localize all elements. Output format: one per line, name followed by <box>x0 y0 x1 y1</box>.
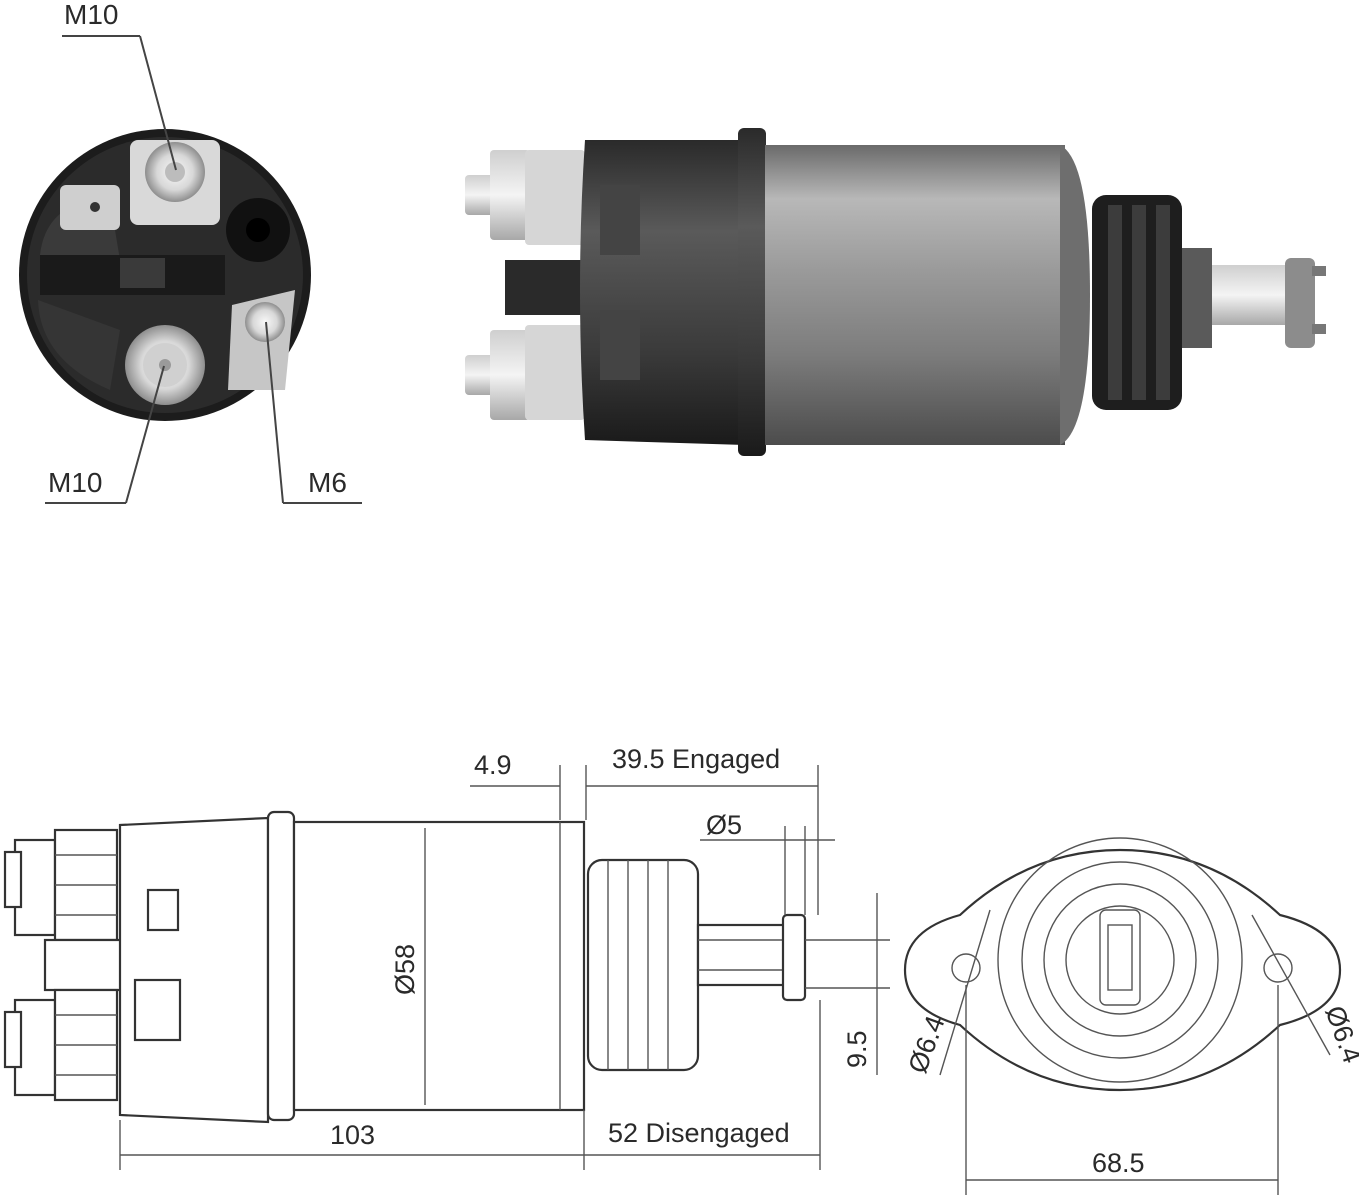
dim-103: 103 <box>330 1120 375 1150</box>
dimension-lines-flange <box>939 909 1331 1195</box>
dim-39-5-engaged: 39.5 Engaged <box>612 744 780 774</box>
dim-52-disengaged: 52 Disengaged <box>608 1118 790 1148</box>
dim-d5: Ø5 <box>706 810 742 840</box>
label-bottom-m10: M10 <box>48 467 102 498</box>
dim-d6-4-right: Ø6.4 <box>1319 1002 1359 1067</box>
label-top-m10: M10 <box>64 0 118 30</box>
side-view-photo <box>465 128 1326 456</box>
dim-d6-4-left: Ø6.4 <box>902 1012 950 1077</box>
dim-4-9: 4.9 <box>474 750 512 780</box>
dimension-lines-side <box>119 765 890 1170</box>
flange-view-drawing <box>903 837 1342 1092</box>
side-view-drawing <box>3 810 807 1124</box>
photo-leaders <box>45 35 362 504</box>
dim-9-5: 9.5 <box>842 1030 872 1068</box>
dim-d58: Ø58 <box>390 944 420 995</box>
label-m6: M6 <box>308 467 347 498</box>
dim-68-5: 68.5 <box>1092 1148 1145 1178</box>
end-view-photo <box>19 129 311 421</box>
